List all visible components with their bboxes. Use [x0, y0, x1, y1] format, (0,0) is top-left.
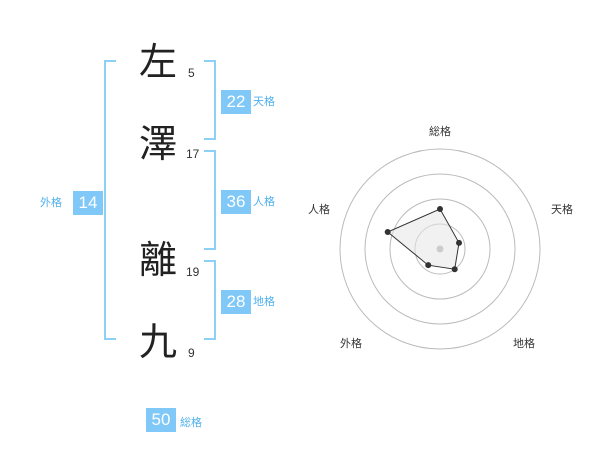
radar-point-2	[456, 239, 463, 246]
chikaku-label: 地格	[253, 295, 275, 308]
radar-point-3	[451, 266, 458, 273]
tenkaku-value: 22	[221, 90, 251, 114]
radar-ring	[339, 148, 541, 350]
jinkaku-value: 36	[221, 190, 251, 214]
radar-label-tenkaku: 天格	[551, 203, 573, 216]
name-char-2: 澤	[138, 122, 177, 166]
radar-label-chikaku: 地格	[513, 337, 535, 350]
tenkaku-bracket	[204, 60, 216, 140]
name-char-1: 左	[138, 40, 177, 84]
jinkaku-label: 人格	[253, 195, 275, 208]
name-char-4-strokes: 9	[188, 346, 195, 360]
outer-bracket	[104, 60, 116, 340]
radar-center-dot	[436, 245, 444, 253]
radar-ring	[389, 198, 491, 300]
radar-ring	[364, 173, 516, 325]
tenkaku-label: 天格	[253, 95, 275, 108]
name-char-1-strokes: 5	[188, 66, 195, 80]
radar-polygon	[386, 208, 460, 270]
gaikaku-value: 14	[73, 191, 103, 215]
gaikaku-label: 外格	[40, 196, 62, 209]
name-char-2-strokes: 17	[186, 147, 200, 161]
radar-point-4	[425, 262, 432, 269]
radar-label-jinkaku: 人格	[308, 203, 330, 216]
soukaku-label: 総格	[180, 416, 202, 429]
radar-label-soukaku: 総格	[429, 125, 451, 138]
chikaku-value: 28	[221, 290, 251, 314]
name-char-3: 離	[138, 238, 177, 282]
name-char-4: 九	[138, 320, 177, 364]
radar-label-gaikaku: 外格	[340, 337, 362, 350]
radar-point-1	[437, 206, 443, 212]
radar-point-5	[384, 229, 391, 236]
jinkaku-bracket	[204, 150, 216, 250]
name-char-3-strokes: 19	[186, 265, 200, 279]
chikaku-bracket	[204, 260, 216, 340]
soukaku-value: 50	[146, 408, 176, 432]
